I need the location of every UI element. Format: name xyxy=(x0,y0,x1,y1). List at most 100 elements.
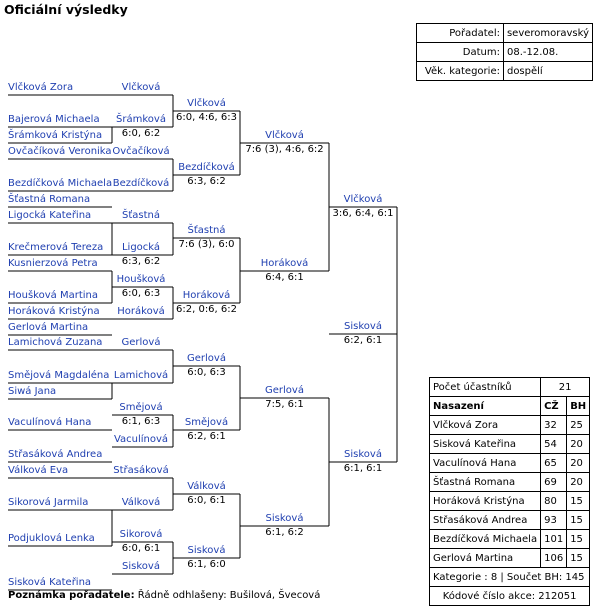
player-name: Sikorová Jarmila xyxy=(8,497,89,508)
champion-name: Sisková xyxy=(344,321,382,332)
seed-cz: 32 xyxy=(540,415,568,435)
player-name: Sisková Kateřina xyxy=(8,577,92,588)
participant-count-row: Počet účastníků 21 xyxy=(428,377,591,397)
player-name: Ligocká Kateřina xyxy=(8,210,92,221)
seed-player-name: Šťastná Romana xyxy=(428,472,542,492)
seed-player-name: Sisková Kateřina xyxy=(428,434,542,454)
r2-winner: Horáková xyxy=(182,290,231,301)
r1-winner: Lamichová xyxy=(113,370,169,381)
r2-winner: Sisková xyxy=(187,545,226,556)
info-label: Datum: xyxy=(416,42,504,62)
seed-cz: 93 xyxy=(540,510,568,530)
r1-winner: Střasáková xyxy=(113,465,169,476)
info-value: 08.-12.08. xyxy=(502,42,593,62)
r2-score: 6:3, 6:2 xyxy=(187,176,226,187)
seed-bh: 20 xyxy=(566,472,591,492)
r2-winner: Šťastná xyxy=(187,225,226,236)
page-title: Oficiální výsledky xyxy=(4,2,128,17)
seed-player-name: Bezdíčková Michaela xyxy=(428,529,542,549)
info-value: severomoravský xyxy=(502,23,593,43)
r1-winner: Sikorová xyxy=(119,529,163,540)
event-code-row: Kódové číslo akce: 212051 xyxy=(428,586,591,606)
r1-winner: Vaculínová xyxy=(113,434,169,445)
player-name: Šrámková Kristýna xyxy=(8,130,103,141)
r1-winner: Horáková xyxy=(117,306,165,317)
player-name: Lamichová Zuzana xyxy=(8,337,103,348)
r2-winner: Válková xyxy=(187,481,226,492)
r1-winner: Houšková xyxy=(116,274,166,285)
r2-winner: Vlčková xyxy=(187,98,226,109)
category-label: Kategorie : 8 xyxy=(433,571,498,583)
r1-winner: Smějová xyxy=(119,402,163,413)
player-name: Ovčačíková Veronika xyxy=(8,146,112,157)
event-code: Kódové číslo akce: 212051 xyxy=(428,586,591,606)
r1-score: 6:0, 6:1 xyxy=(121,543,161,554)
player-name: Smějová Magdaléna xyxy=(8,370,110,381)
participant-count-label: Počet účastníků xyxy=(428,377,542,397)
seed-cz: 69 xyxy=(540,472,568,492)
participant-count-value: 21 xyxy=(540,377,591,397)
r2-winner: Smějová xyxy=(184,417,229,428)
r2-score: 6:2, 0:6, 6:2 xyxy=(176,304,237,315)
r1-winner: Bezdíčková xyxy=(112,178,170,189)
info-label: Pořadatel: xyxy=(416,23,504,43)
r3-winner: Vlčková xyxy=(265,130,304,141)
r4-score: 3:6, 6:4, 6:1 xyxy=(332,208,394,219)
info-row-age-category: Věk. kategorie: dospělí xyxy=(416,61,593,81)
info-value: dospělí xyxy=(502,61,593,81)
r1-winner: Šťastná xyxy=(122,210,160,221)
organizer-note-text: Řádně odhlašeny: Bušilová, Švecová xyxy=(137,590,321,601)
seed-bh: 20 xyxy=(566,434,591,454)
player-name: Šťastná Romana xyxy=(8,194,91,205)
seed-cz: 80 xyxy=(540,491,568,511)
seed-player-name: Horáková Kristýna xyxy=(428,491,542,511)
r4-winner: Vlčková xyxy=(343,194,383,205)
r3-score: 6:1, 6:2 xyxy=(265,527,304,538)
seed-bh: 15 xyxy=(566,529,591,549)
seed-cz: 54 xyxy=(540,434,568,454)
r1-score: 6:0, 6:3 xyxy=(121,288,161,299)
event-info-table: Pořadatel: severomoravský Datum: 08.-12.… xyxy=(416,23,593,81)
r3-winner: Sisková xyxy=(265,513,304,524)
seed-player-name: Vlčková Zora xyxy=(428,415,542,435)
seed-player-name: Gerlová Martina xyxy=(428,548,542,568)
info-row-organizer: Pořadatel: severomoravský xyxy=(416,23,593,43)
player-name: Bezdíčková Michaela xyxy=(8,178,113,189)
r2-score: 6:2, 6:1 xyxy=(187,431,226,442)
category-row: Kategorie : 8 | Součet BH: 145 xyxy=(428,567,591,587)
r1-winner: Ligocká xyxy=(121,242,161,253)
seed-bh: 25 xyxy=(566,415,591,435)
seeding-header-cz: CŽ xyxy=(540,396,568,416)
r1-score: 6:1, 6:3 xyxy=(121,416,161,427)
player-name: Siwá Jana xyxy=(8,386,57,397)
player-name: Kusnierzová Petra xyxy=(8,258,98,269)
r2-score: 6:0, 4:6, 6:3 xyxy=(176,112,237,123)
r1-winner: Šrámková xyxy=(116,114,166,125)
final-score: 6:2, 6:1 xyxy=(343,335,383,346)
seed-cz: 101 xyxy=(540,529,568,549)
seed-bh: 15 xyxy=(566,491,591,511)
player-name: Válková Eva xyxy=(8,465,69,476)
r3-score: 7:6 (3), 4:6, 6:2 xyxy=(245,144,324,155)
seeding-header-name: Nasazení xyxy=(428,396,542,416)
seeding-header-bh: BH xyxy=(566,396,591,416)
seed-cz: 106 xyxy=(540,548,568,568)
player-name: Vlčková Zora xyxy=(8,82,74,93)
r4-winner: Sisková xyxy=(344,449,382,460)
r2-winner: Gerlová xyxy=(187,353,226,364)
r3-score: 7:5, 6:1 xyxy=(265,399,304,410)
r1-score: 6:3, 6:2 xyxy=(121,256,161,267)
player-name: Střasáková Andrea xyxy=(8,449,103,460)
info-row-date: Datum: 08.-12.08. xyxy=(416,42,593,62)
r2-winner: Bezdíčková xyxy=(178,162,235,173)
organizer-note: Poznámka pořadatele: Řádně odhlašeny: Bu… xyxy=(8,590,320,601)
organizer-note-label: Poznámka pořadatele: xyxy=(8,590,135,601)
r2-score: 7:6 (3), 6:0 xyxy=(178,239,235,250)
r2-score: 6:0, 6:3 xyxy=(187,367,226,378)
r1-winner: Sisková xyxy=(122,561,160,572)
